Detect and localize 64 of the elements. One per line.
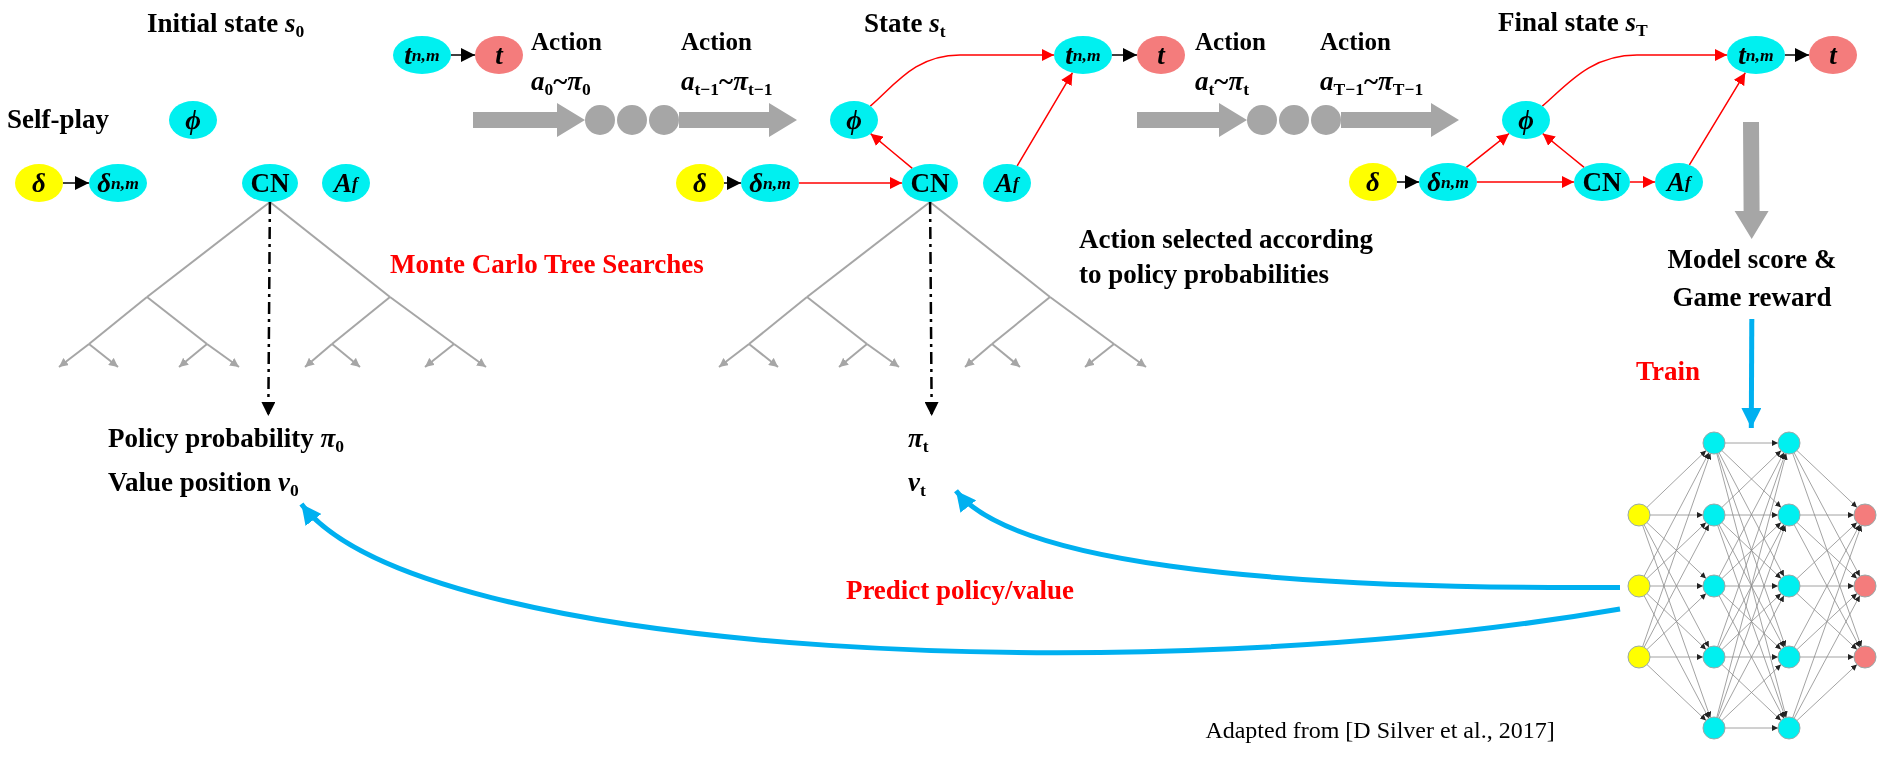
variable-node: CN — [902, 164, 958, 202]
arrow — [1741, 319, 1762, 428]
state-heading: Final state s$_{T}$ — [1498, 6, 1648, 41]
arrow — [869, 132, 914, 170]
curved-arrow — [1541, 49, 1728, 107]
arrow — [1784, 48, 1810, 62]
action-formula: a$_{T−1}$~π$_{T−1}$ — [1320, 65, 1424, 100]
action-formula: a$_{t}$~π$_{t}$ — [1195, 65, 1249, 100]
block-arrow — [1137, 103, 1247, 137]
variable-node: t — [1809, 36, 1857, 74]
result-text: Value position v$_{0}$ — [108, 466, 299, 503]
variable-node: ϕ — [830, 101, 878, 139]
curved-arrow — [869, 49, 1055, 107]
annotation: Action selected according to policy probabilities — [1079, 223, 1374, 292]
arrow — [450, 48, 476, 62]
action-label: Action — [1320, 27, 1391, 57]
arrow — [1688, 71, 1747, 166]
action-label: Action — [681, 27, 752, 57]
variable-node: t — [1137, 36, 1185, 74]
result-text: v$_{t}$ — [908, 466, 926, 503]
variable-node: CN — [242, 164, 298, 202]
variable-node: ϕ — [169, 101, 217, 139]
reward-text: Model score & Game reward — [1657, 239, 1847, 319]
action-label: Action — [1195, 27, 1266, 57]
result-text: Policy probability π$_{0}$ — [108, 422, 345, 459]
arrow — [798, 177, 903, 189]
curved-arrow — [954, 489, 1620, 590]
variable-node: t — [475, 36, 523, 74]
dash-dot-arrow — [261, 202, 276, 416]
block-arrow — [473, 103, 585, 137]
arrow — [723, 176, 742, 190]
arrow — [1111, 48, 1138, 62]
block-arrow — [1734, 121, 1769, 239]
arrow — [1476, 176, 1575, 188]
state-heading: Initial state s$_{0}$ — [147, 7, 305, 42]
variable-node: δ — [1349, 163, 1397, 201]
action-label: Action — [531, 27, 602, 57]
variable-node: ϕ — [1502, 101, 1550, 139]
variable-node: CN — [1574, 163, 1630, 201]
variable-node: δ — [676, 164, 724, 202]
ellipsis-dot — [1311, 105, 1341, 135]
ellipsis-dot — [1247, 105, 1277, 135]
result-text: π$_{t}$ — [908, 422, 929, 459]
ellipsis-dot — [617, 105, 647, 135]
arrow — [1016, 71, 1074, 167]
action-formula: a$_{0}$~π$_{0}$ — [531, 65, 591, 100]
block-arrow — [1341, 103, 1459, 137]
state-heading: State s$_{t}$ — [864, 7, 946, 42]
section-label: Self-play — [7, 103, 109, 136]
source-note: Adapted from [D Silver et al., 2017] — [1204, 716, 1556, 745]
variable-node: δ — [15, 164, 63, 202]
arrow — [62, 176, 90, 190]
dash-dot-arrow — [924, 202, 939, 416]
arrow — [1629, 176, 1656, 188]
ellipsis-dot — [1279, 105, 1309, 135]
arrow — [1396, 175, 1420, 189]
action-formula: a$_{t−1}$~π$_{t−1}$ — [681, 65, 773, 100]
arrow — [1465, 132, 1510, 169]
ellipsis-dot — [585, 105, 615, 135]
block-arrow — [679, 103, 797, 137]
ellipsis-dot — [649, 105, 679, 135]
method-label: Monte Carlo Tree Searches — [390, 248, 704, 281]
arrow — [1541, 132, 1585, 169]
curved-arrow — [299, 502, 1621, 655]
